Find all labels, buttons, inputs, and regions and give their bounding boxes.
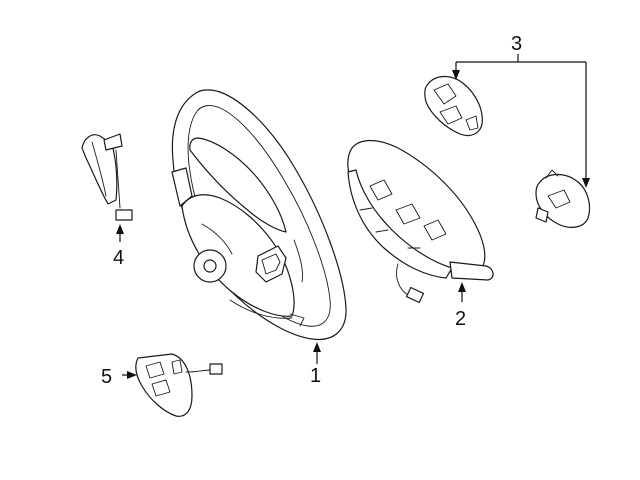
control-switch-left bbox=[135, 353, 223, 417]
switch-assembly-right bbox=[347, 139, 494, 304]
callout-label-4: 4 bbox=[113, 247, 124, 269]
callout-5: 5 bbox=[101, 366, 137, 388]
callout-2: 2 bbox=[455, 282, 466, 330]
switch-module-upper bbox=[424, 75, 483, 137]
switch-module-lower bbox=[535, 169, 591, 228]
callout-3: 3 bbox=[452, 33, 590, 188]
callout-label-2: 2 bbox=[455, 308, 466, 330]
callout-label-5: 5 bbox=[101, 366, 112, 388]
callout-4: 4 bbox=[113, 224, 124, 269]
callout-label-1: 1 bbox=[310, 365, 321, 387]
callout-label-3: 3 bbox=[511, 33, 522, 55]
paddle-shifter-bracket bbox=[81, 133, 133, 221]
steering-wheel bbox=[171, 89, 347, 341]
callout-1: 1 bbox=[310, 342, 321, 387]
